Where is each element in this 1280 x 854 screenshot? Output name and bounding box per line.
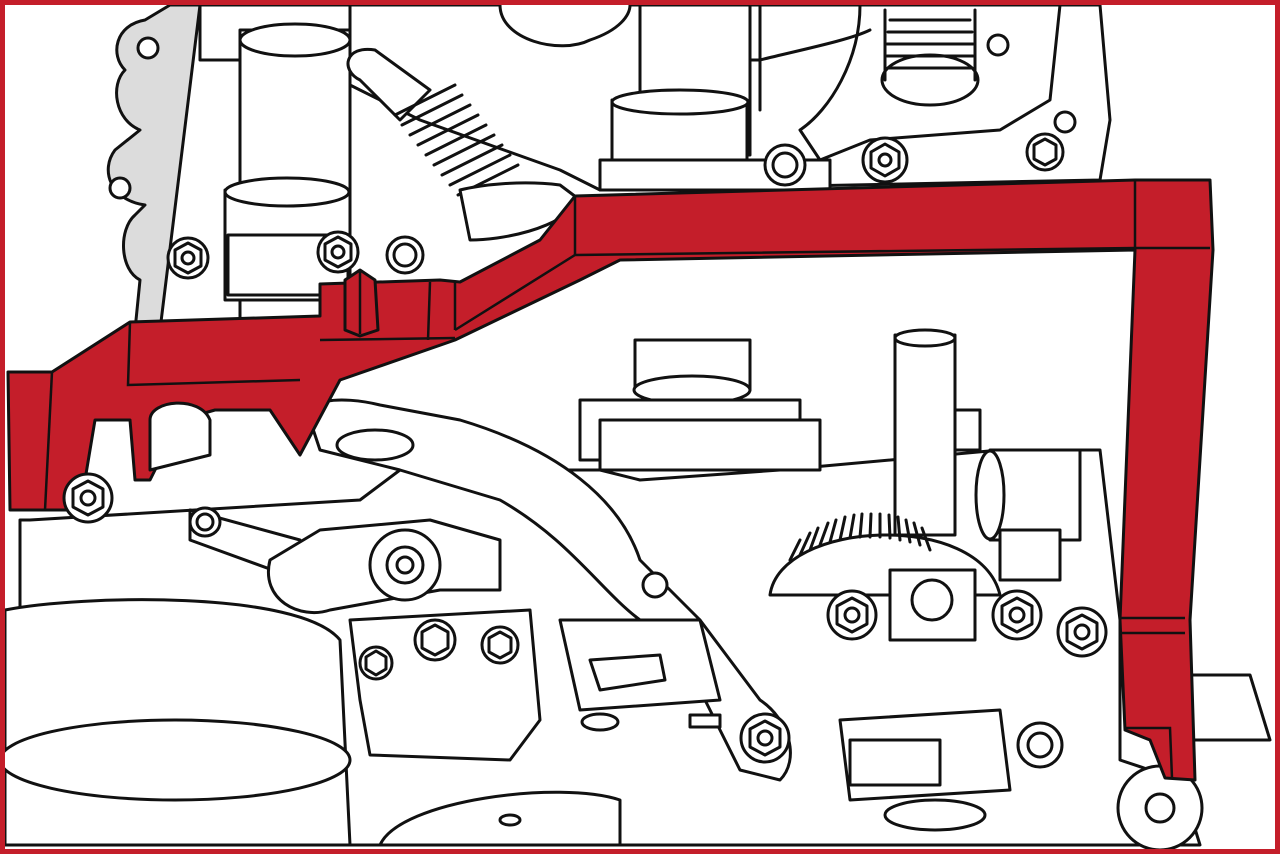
bolt [826, 589, 878, 641]
valve-spring-right [880, 8, 1077, 134]
gasket-plate [106, 3, 202, 332]
bolt [413, 618, 457, 662]
toothed-sprocket [768, 512, 1002, 642]
bolt [480, 625, 520, 665]
bolt [316, 230, 360, 274]
bolt [62, 472, 114, 524]
camshaft-bearing-left [223, 22, 352, 322]
bolt [861, 136, 909, 184]
camshaft-bearing-right [598, 3, 832, 192]
bolt [739, 712, 791, 764]
bolt [991, 589, 1043, 641]
bolt [1056, 606, 1108, 658]
bolt [166, 236, 210, 280]
pulley [0, 598, 622, 847]
bolts [62, 132, 1108, 764]
bolt [385, 235, 425, 275]
valve-spring-left [346, 47, 582, 242]
bolt [358, 645, 394, 681]
pivot-lever [188, 506, 502, 615]
bolt [1025, 132, 1065, 172]
locking-tool [6, 178, 1215, 782]
